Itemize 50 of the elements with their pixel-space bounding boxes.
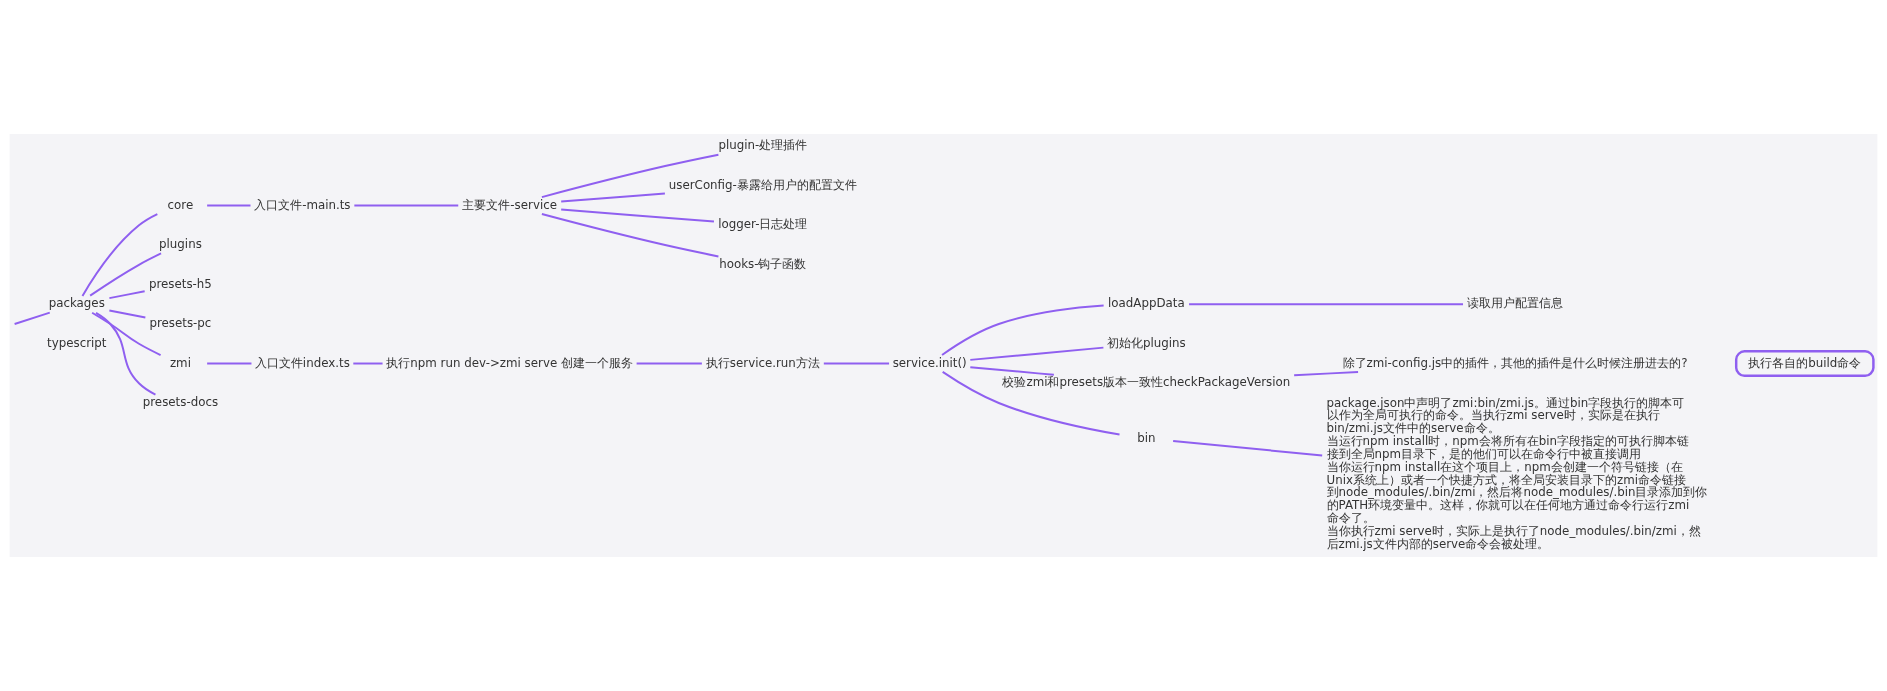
node-text: packages [48,296,105,311]
connector [560,208,715,223]
connector [13,311,51,325]
node-text: hooks-钩子函数 [719,256,807,271]
connector [540,213,720,258]
node-text: core [167,197,194,212]
connector [1172,440,1324,457]
node-text: service.init() [892,355,967,370]
connector [969,366,1055,376]
node-text: 校验zmi和presets版本一致性checkPackageVersion [1002,375,1291,390]
node-text: userConfig-暴露给用户的配置文件 [668,177,857,192]
node-text: 读取用户配置信息 [1467,296,1564,311]
node-text: loadAppData [1108,296,1185,311]
node-text: bin [1137,430,1156,445]
connector [540,153,720,199]
connector [108,309,147,319]
node-text: 主要文件-service [462,197,557,212]
connector [206,362,253,365]
node-text: presets-h5 [148,276,212,291]
connector [635,362,703,365]
node-text: package.json中声明了zmi:bin/zmi.js。通过bin字段执行的脚本可以作为全局可执行的命令。当执行zmi serve时，实际是在执行bin/zmi.js文件中的serve命令。 当运行npm install时，npm会将所有在bin字段指定的可执行脚本链接到全局npm目录下，是的他们可以在命令行中被直接调用 当你运行npm install在这个项目上，npm会创建一个符号链接（在Unix系统上）或者一个快捷方式，将全局安装目录下的zmi命令链接到node_modules/.bin/zmi，然后将node_modules/.bin目录添加到你的PATH环境变量中。这样，你就可以在任何地方通过命令行运行zmi命令了。 当你执行zmi serve时，实际上是执行了node_modules/.bin/zmi，然后zmi.js文件内部的serve命令会被处理。 [1326,395,1708,551]
connector [108,290,146,300]
node-text: 入口文件index.ts [254,355,350,370]
connector [1188,303,1464,306]
connector [353,204,460,207]
node-text: zmi [169,355,191,370]
node-box: 执行各自的build命令 [1734,349,1875,378]
connector [91,311,162,357]
node-text: 初始化plugins [1106,335,1186,350]
node-text: typescript [47,335,107,350]
connector [822,362,891,365]
connector [941,304,1105,356]
node-text: 执行npm run dev->zmi serve 创建一个服务 [386,355,633,370]
connector [560,192,666,203]
connector [1293,370,1360,377]
connector [89,252,163,297]
node-text: presets-docs [142,395,219,410]
node-text: plugin-处理插件 [718,138,808,153]
connector [206,204,252,207]
node-text: plugins [159,237,202,252]
connector [941,370,1121,436]
connector [969,346,1105,361]
connector [95,311,157,396]
node-text: 除了zmi-config.js中的插件，其他的插件是什么时候注册进去的? [1342,355,1688,370]
connector [81,213,159,297]
connector [352,362,384,365]
node-text: presets-pc [149,316,212,331]
node-text: 执行service.run方法 [705,355,820,370]
node-text: 入口文件-main.ts [254,197,351,212]
node-text: logger-日志处理 [718,217,808,232]
